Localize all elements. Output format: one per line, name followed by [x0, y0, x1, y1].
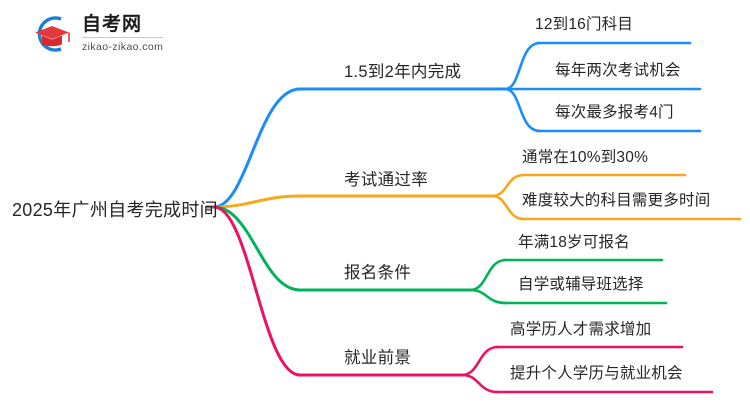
mindmap-leaf-node-0-0[interactable]: 12到16门科目	[535, 16, 634, 33]
mindmap-root-node[interactable]: 2025年广州自考完成时间	[12, 200, 218, 220]
mindmap-branch-node-3[interactable]: 就业前景	[344, 349, 412, 367]
mindmap-leaf-node-0-2[interactable]: 每次最多报考4门	[555, 104, 674, 121]
mindmap-leaf-node-3-1[interactable]: 提升个人学历与就业机会	[510, 365, 683, 382]
logo-text-block: 自考网 zikao-zikao.com	[82, 14, 164, 54]
graduation-cap-icon	[30, 13, 76, 55]
mindmap-leaf-node-1-0[interactable]: 通常在10%到30%	[522, 149, 649, 166]
mindmap-leaf-node-1-1[interactable]: 难度较大的科目需更多时间	[522, 192, 711, 209]
mindmap-leaf-node-3-0[interactable]: 高学历人才需求增加	[510, 321, 652, 338]
branch-connector-0	[212, 41, 702, 209]
mindmap-leaf-node-0-1[interactable]: 每年两次考试机会	[555, 62, 681, 79]
mindmap-leaf-node-2-1[interactable]: 自学或辅导班选择	[518, 276, 644, 293]
mindmap-branch-node-1[interactable]: 考试通过率	[344, 171, 428, 189]
site-logo: 自考网 zikao-zikao.com	[30, 12, 164, 56]
mindmap-leaf-node-2-0[interactable]: 年满18岁可报名	[518, 234, 630, 251]
logo-site-name: 自考网	[82, 14, 164, 38]
logo-site-url: zikao-zikao.com	[82, 40, 164, 53]
mindmap-branch-node-0[interactable]: 1.5到2年内完成	[344, 63, 462, 81]
mindmap-branch-node-2[interactable]: 报名条件	[344, 264, 412, 282]
branch-connector-1	[212, 173, 742, 221]
branch-connector-2	[212, 205, 668, 305]
branch-connector-3	[212, 205, 714, 394]
